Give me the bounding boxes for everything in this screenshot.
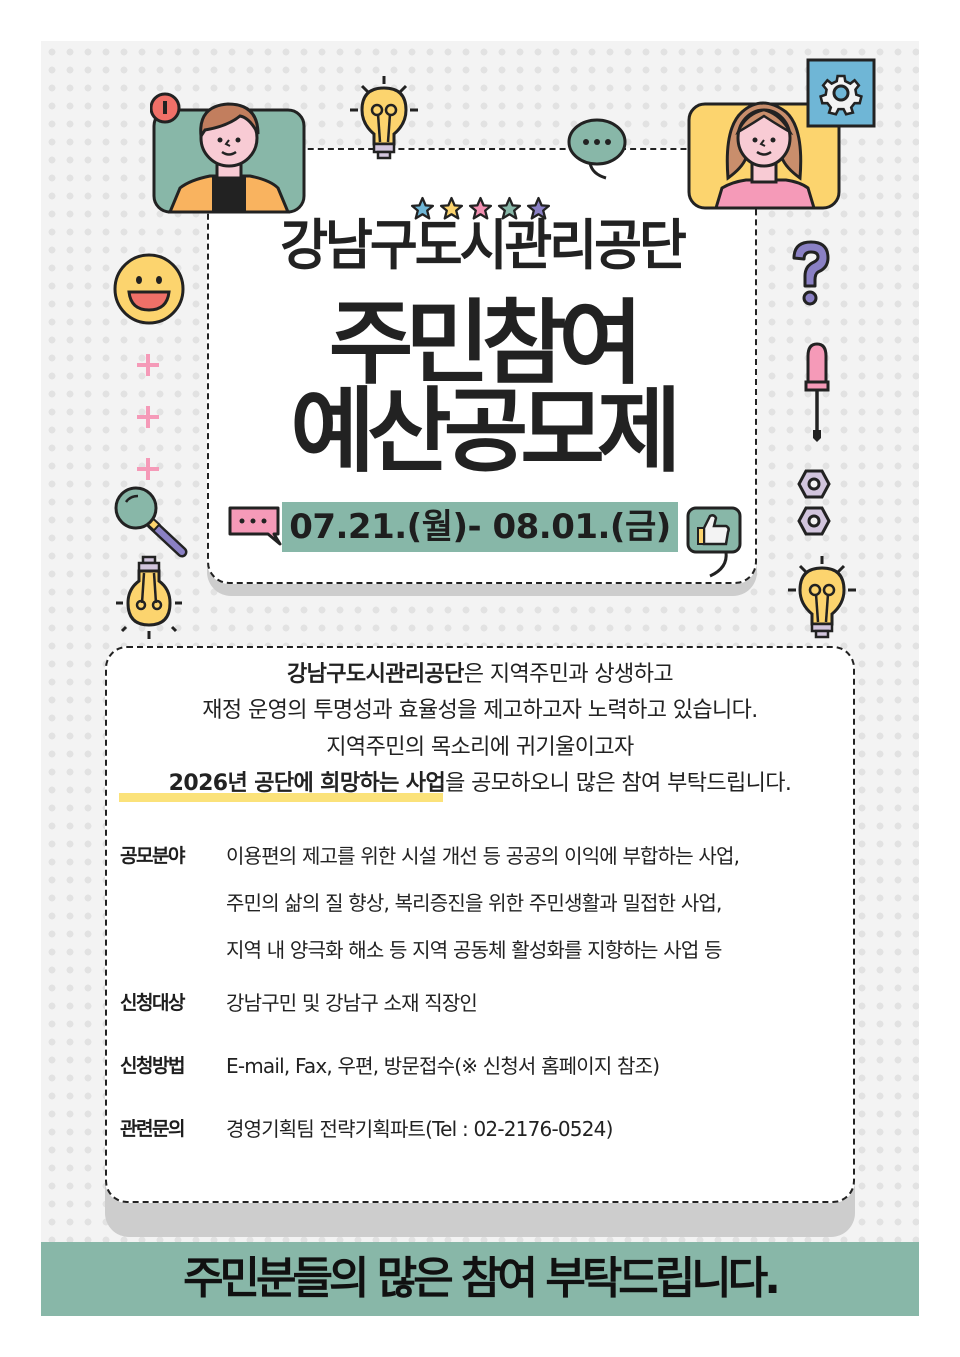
detail-method-text: E-mail, Fax, 우편, 방문접수(※ 신청서 홈페이지 참조) — [226, 1054, 660, 1078]
star-icon-blue — [410, 196, 435, 220]
woman-avatar-icon — [686, 88, 846, 216]
hex-nut-icon — [796, 468, 832, 538]
message-bubble-icon — [228, 506, 282, 546]
highlight-marker — [119, 793, 443, 802]
main-title-line1: 주민참여 — [328, 290, 644, 397]
question-mark-icon — [790, 240, 832, 310]
star-icon-pink — [468, 196, 493, 220]
org-name-bold: 강남구도시관리공단 — [287, 662, 464, 687]
highlighted-phrase: 2026년 공단에 희망하는 사업 — [168, 771, 446, 796]
detail-label-method: 신청방법 — [120, 1055, 185, 1077]
intro-line-2: 재정 운영의 투명성과 효율성을 제고하고자 노력하고 있습니다. — [202, 698, 758, 723]
magnifier-icon — [112, 484, 188, 558]
star-row — [410, 196, 551, 221]
man-avatar-icon — [150, 88, 310, 216]
gear-icon — [806, 58, 876, 128]
detail-field-line-1: 이용편의 제고를 위한 시설 개선 등 공공의 이익에 부합하는 사업, — [226, 844, 740, 868]
detail-target-text: 강남구민 및 강남구 소재 직장인 — [226, 991, 478, 1015]
star-icon-purple — [526, 196, 551, 220]
star-icon-yellow — [439, 196, 464, 220]
footer-message: 주민분들의 많은 참여 부탁드립니다. — [183, 1253, 781, 1304]
intro-line-3: 지역주민의 목소리에 귀기울이고자 — [326, 735, 634, 760]
intro-line-4: 2026년 공단에 희망하는 사업을 공모하오니 많은 참여 부탁드립니다. — [168, 771, 792, 796]
detail-label-field: 공모분야 — [120, 845, 185, 867]
date-range: 07.21.(월)- 08.01.(금) — [289, 507, 671, 547]
main-title-line2: 예산공모제 — [290, 378, 681, 485]
star-icon-teal — [497, 196, 522, 220]
date-band — [282, 502, 678, 552]
detail-contact-text: 경영기획팀 전략기획파트(Tel : 02-2176-0524) — [226, 1117, 613, 1141]
detail-field-line-2: 주민의 삶의 질 향상, 복리증진을 위한 주민생활과 밀접한 사업, — [226, 891, 722, 915]
lightbulb-icon-left — [114, 555, 184, 641]
thumbs-up-icon — [686, 506, 744, 578]
organization-title: 강남구도시관리공단 — [280, 214, 687, 278]
smiley-face-icon — [112, 252, 186, 326]
detail-label-target: 신청대상 — [120, 992, 185, 1014]
detail-label-contact: 관련문의 — [120, 1118, 185, 1140]
footer-band — [41, 1242, 919, 1316]
chat-bubble-icon — [566, 116, 630, 182]
plus-icon — [136, 352, 160, 482]
lightbulb-icon — [348, 74, 420, 164]
screwdriver-icon — [802, 342, 832, 446]
intro-line-1: 강남구도시관리공단은 지역주민과 상생하고 — [287, 662, 674, 687]
lightbulb-icon-right — [786, 554, 858, 640]
info-card — [105, 646, 855, 1203]
detail-field-line-3: 지역 내 양극화 해소 등 지역 공동체 활성화를 지향하는 사업 등 — [226, 938, 722, 962]
